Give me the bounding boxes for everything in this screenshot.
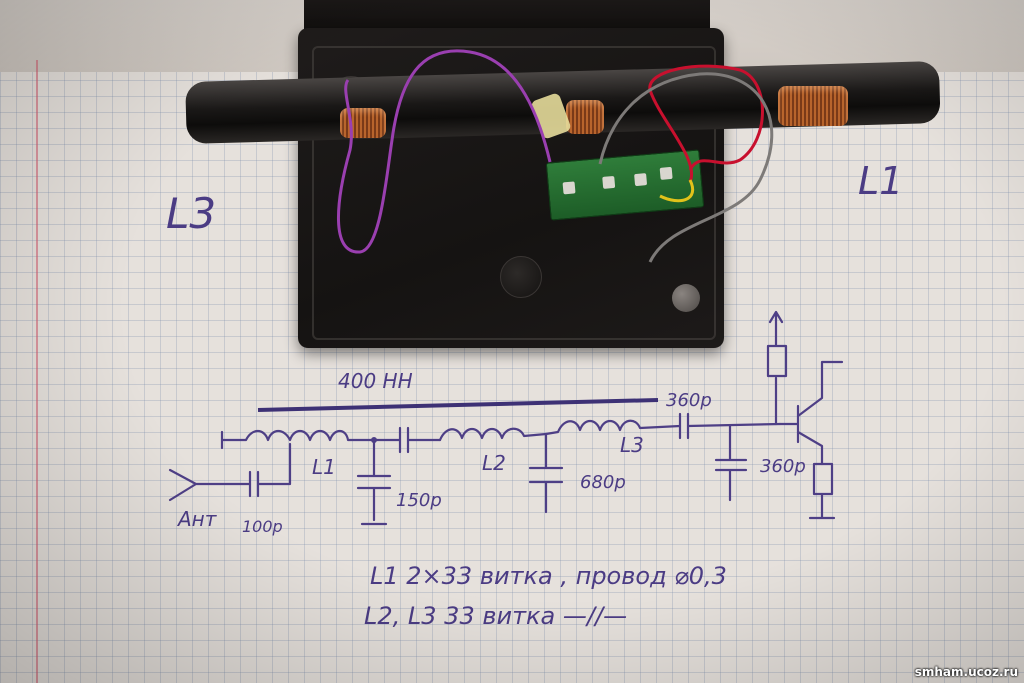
- wire-violet: [337, 49, 552, 254]
- coil-l3-symbol: [544, 419, 682, 436]
- cap-680p: [528, 432, 564, 514]
- cap-100p: [248, 442, 292, 498]
- label-l1-big: L1: [858, 159, 903, 203]
- paper-margin-line: [36, 60, 38, 683]
- cap-360p-top-label: 360р: [666, 390, 712, 411]
- box-inner-rim: [312, 46, 716, 340]
- wire-yellow: [659, 179, 695, 203]
- antenna-label: Ант: [176, 507, 218, 531]
- resistor-emitter: [808, 462, 836, 520]
- cap-150p-label: 150р: [396, 490, 442, 511]
- cap-360p-bottom-label: 360р: [760, 456, 806, 477]
- wire-red: [648, 64, 764, 183]
- cap-360p-shunt: [714, 424, 748, 502]
- box-boss-center: [500, 256, 542, 298]
- coil-l3: [340, 108, 386, 138]
- coil-l1-symbol: [220, 429, 402, 450]
- coil-l1: [778, 86, 848, 126]
- box-screw: [672, 284, 700, 312]
- inductance-label: 400 HH: [338, 369, 413, 393]
- cap-360p-series: [678, 412, 782, 440]
- cap-100p-label: 100р: [242, 517, 283, 536]
- antenna-symbol: [168, 468, 252, 502]
- coil-l2-label: L2: [482, 451, 506, 475]
- coil-l2: [566, 100, 604, 134]
- note-line-1: L1 2×33 витка , провод ⌀0,3: [370, 562, 727, 590]
- cap-series: [398, 426, 442, 454]
- coil-l2-symbol: [438, 427, 548, 442]
- watermark: smham.ucoz.ru: [914, 665, 1018, 679]
- transistor-symbol: [778, 360, 844, 466]
- coil-l3-label: L3: [620, 433, 644, 457]
- label-l3-big: L3: [166, 189, 216, 238]
- note-line-2: L2, L3 33 витка —//—: [364, 602, 627, 630]
- inductance-bar: [257, 398, 659, 412]
- cap-150p: [356, 438, 392, 526]
- wire-gray: [598, 72, 774, 263]
- resistor-base: [766, 310, 788, 426]
- cap-680p-label: 680р: [580, 472, 626, 493]
- coil-l1-label: L1: [312, 455, 336, 479]
